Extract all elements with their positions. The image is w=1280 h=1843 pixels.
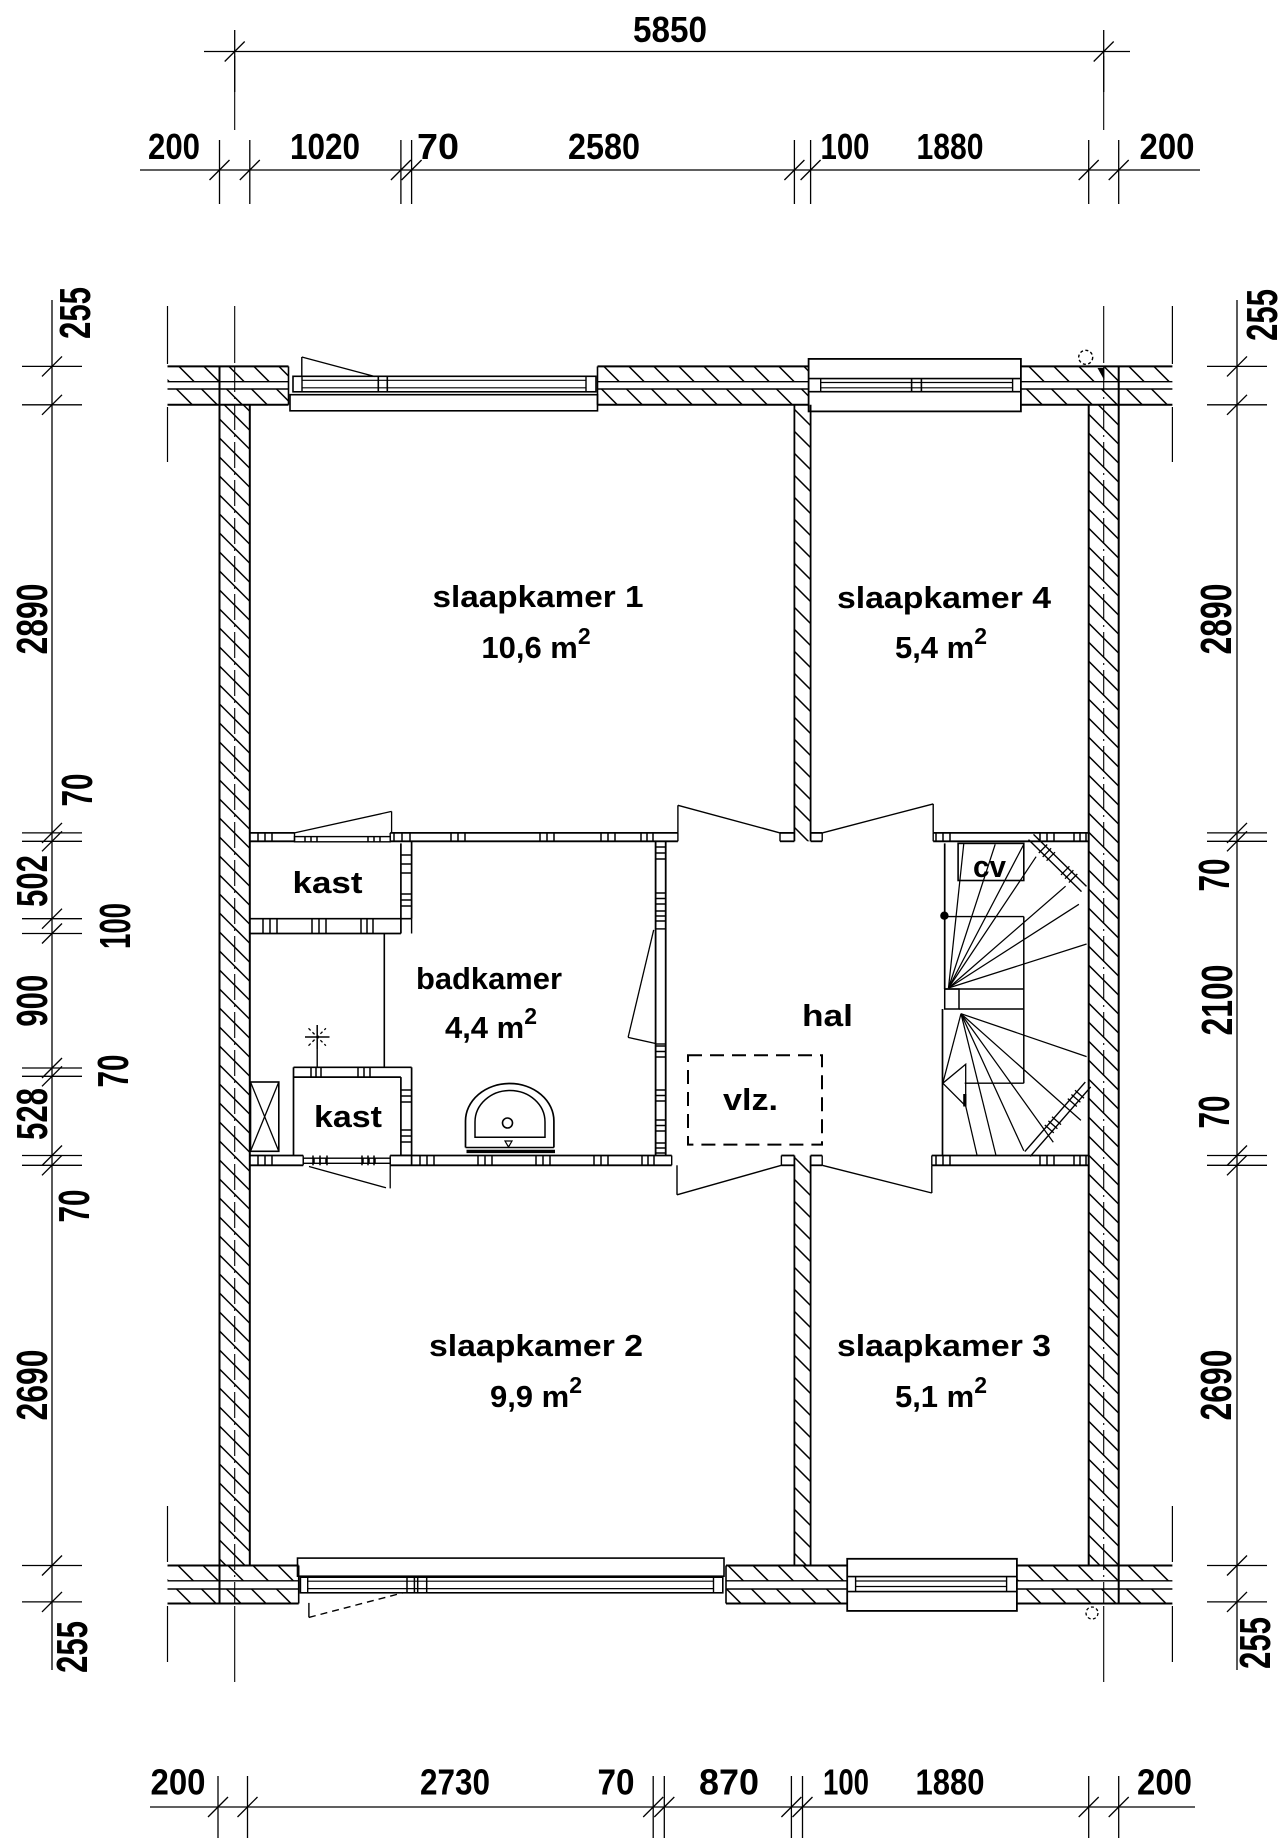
svg-text:200: 200: [148, 126, 200, 167]
svg-text:2100: 2100: [1193, 965, 1242, 1036]
svg-text:2690: 2690: [1192, 1350, 1241, 1421]
svg-text:900: 900: [8, 975, 57, 1027]
svg-text:1020: 1020: [290, 126, 360, 167]
svg-text:502: 502: [8, 855, 57, 907]
svg-text:badkamer: badkamer: [416, 961, 562, 996]
svg-text:70: 70: [1190, 859, 1239, 892]
svg-text:slaapkamer 3: slaapkamer 3: [837, 1328, 1051, 1363]
svg-text:200: 200: [1140, 126, 1195, 167]
svg-text:vlz.: vlz.: [723, 1082, 778, 1117]
svg-text:255: 255: [1231, 1617, 1280, 1669]
svg-text:255: 255: [48, 1621, 97, 1673]
svg-text:2890: 2890: [8, 584, 57, 655]
svg-text:100: 100: [821, 126, 870, 167]
svg-text:cv: cv: [973, 849, 1007, 884]
svg-text:255: 255: [1238, 289, 1280, 341]
svg-text:4,4 m2: 4,4 m2: [445, 1003, 537, 1045]
svg-text:70: 70: [53, 774, 102, 807]
svg-text:slaapkamer 1: slaapkamer 1: [433, 579, 644, 614]
svg-text:9,9 m2: 9,9 m2: [490, 1372, 582, 1414]
svg-text:slaapkamer 4: slaapkamer 4: [837, 580, 1052, 615]
svg-text:70: 70: [598, 1762, 635, 1803]
svg-text:2890: 2890: [1192, 584, 1241, 655]
svg-text:70: 70: [417, 126, 459, 167]
svg-text:1880: 1880: [917, 126, 984, 167]
svg-text:5,1 m2: 5,1 m2: [895, 1372, 987, 1414]
svg-text:528: 528: [8, 1088, 57, 1140]
svg-text:1880: 1880: [916, 1762, 985, 1803]
svg-text:hal: hal: [802, 998, 853, 1033]
svg-text:870: 870: [699, 1762, 759, 1803]
svg-text:5,4 m2: 5,4 m2: [895, 623, 987, 665]
svg-text:5850: 5850: [633, 9, 707, 50]
svg-text:slaapkamer 2: slaapkamer 2: [429, 1328, 643, 1363]
svg-text:kast: kast: [293, 865, 363, 900]
svg-text:200: 200: [151, 1762, 206, 1803]
svg-text:70: 70: [89, 1055, 138, 1088]
svg-text:2690: 2690: [8, 1350, 57, 1421]
svg-text:10,6 m2: 10,6 m2: [481, 623, 590, 665]
svg-text:70: 70: [50, 1190, 99, 1223]
svg-text:kast: kast: [314, 1099, 382, 1134]
svg-text:100: 100: [91, 903, 140, 949]
svg-text:2580: 2580: [568, 126, 640, 167]
svg-text:255: 255: [51, 287, 100, 339]
svg-text:100: 100: [823, 1762, 869, 1803]
svg-text:200: 200: [1137, 1762, 1192, 1803]
svg-text:2730: 2730: [420, 1762, 490, 1803]
svg-text:70: 70: [1190, 1096, 1239, 1129]
